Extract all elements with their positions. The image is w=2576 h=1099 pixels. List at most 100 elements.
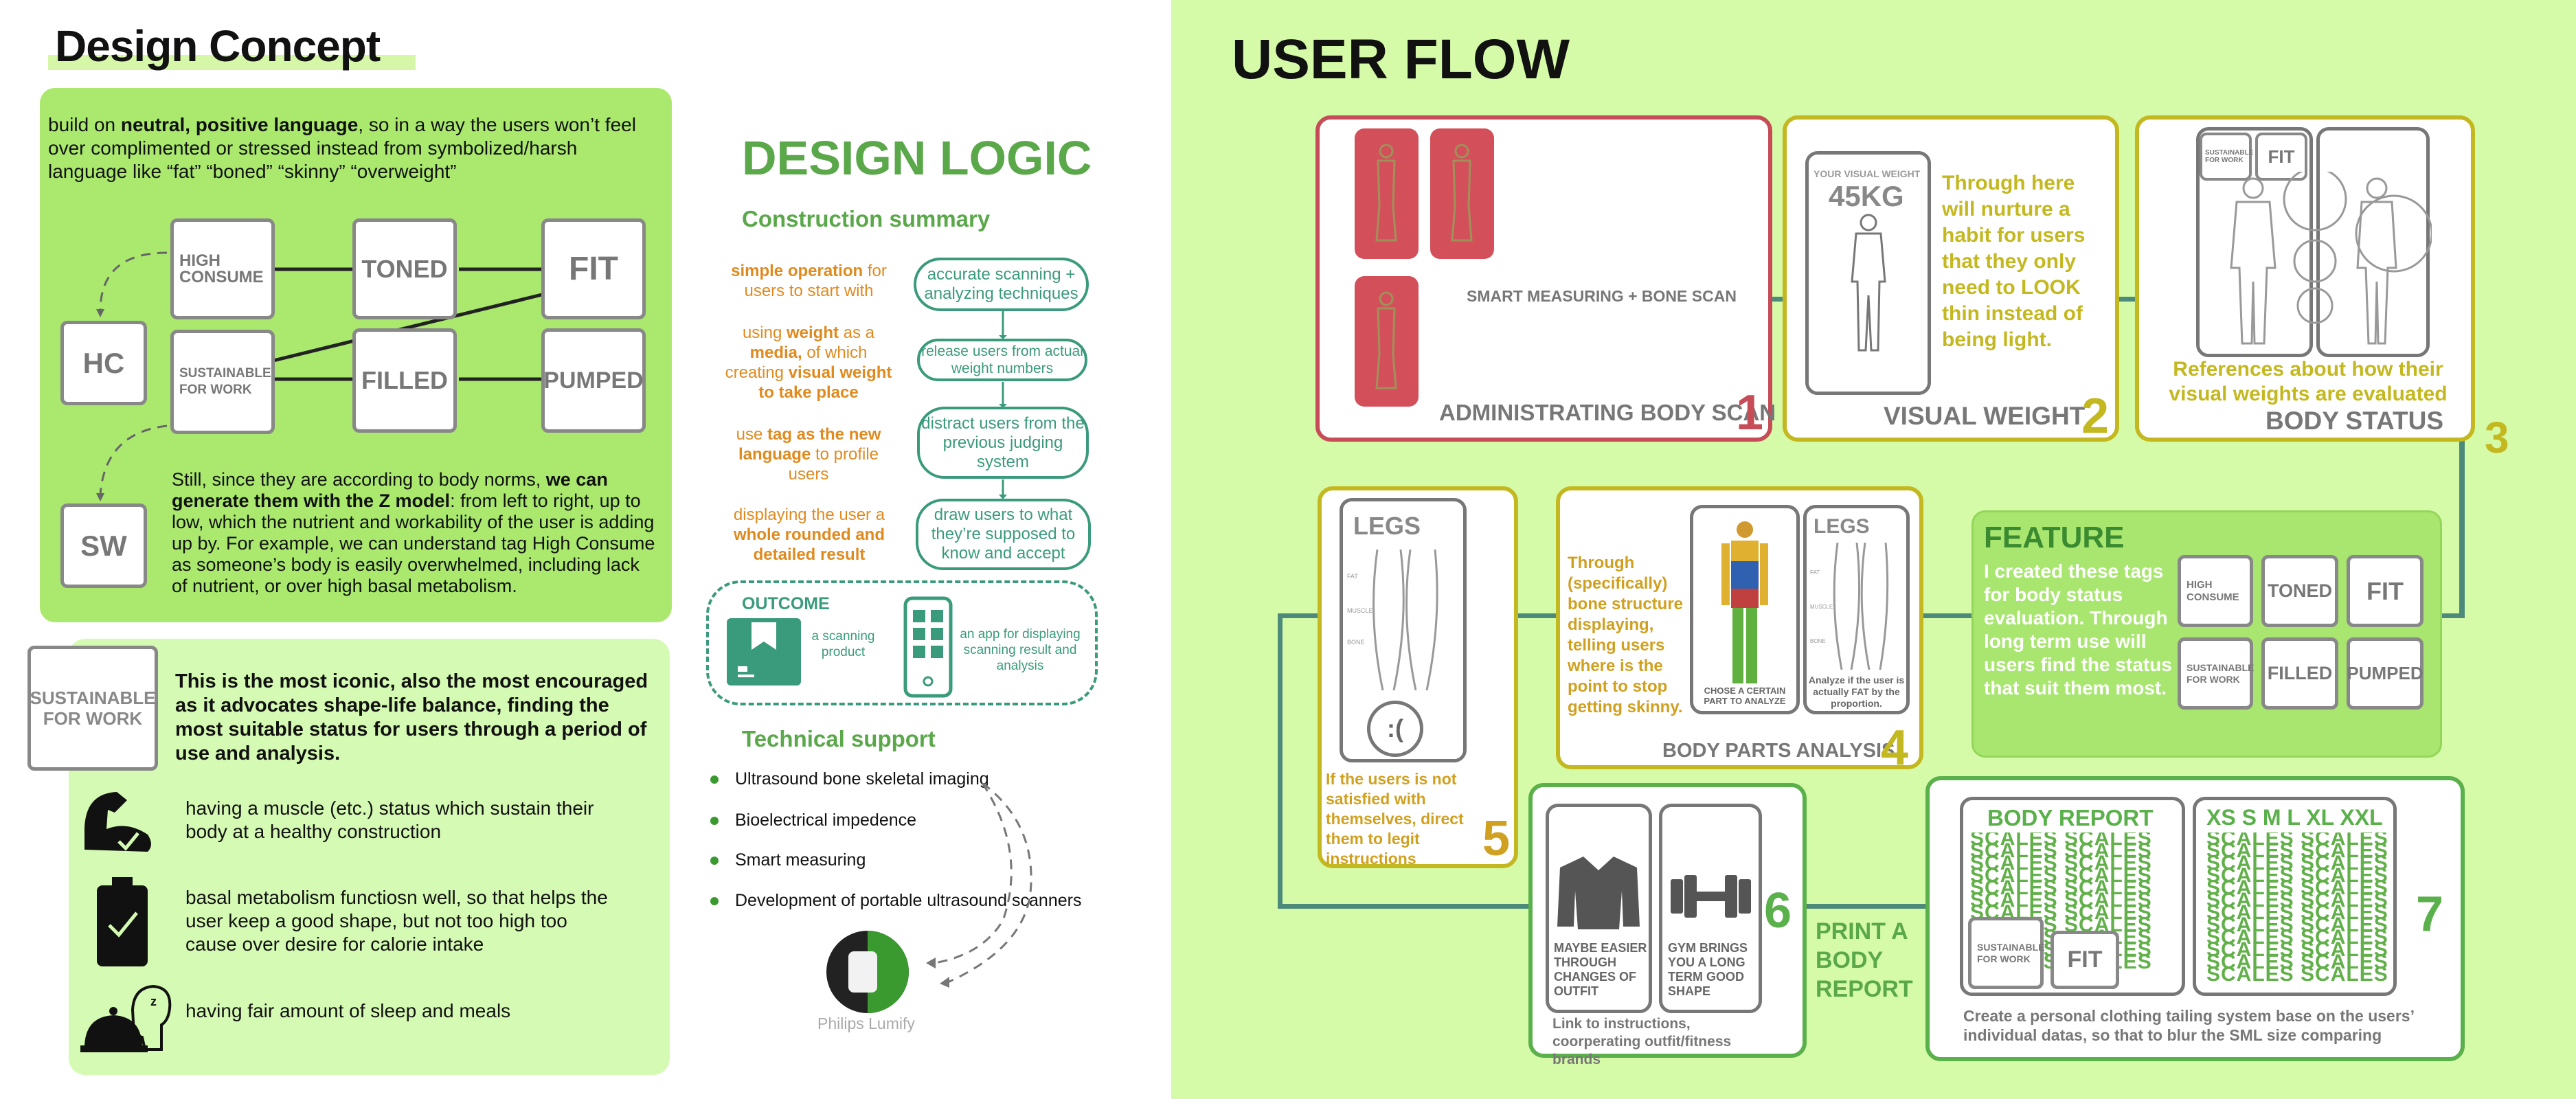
battery-icon xyxy=(97,877,148,966)
outfit-text: MAYBE EASIER THROUGH CHANGES OF OUTFIT xyxy=(1554,941,1647,998)
legs-diagram-5: FAT MUSCLE BONE xyxy=(1347,550,1438,691)
logic-pill-2: release users from actual weight numbers xyxy=(917,339,1087,381)
meal-sleep-icon: z xyxy=(80,984,172,1052)
body-status-text: References about how their visual weight… xyxy=(2169,358,2448,405)
gym-text: GYM BRINGS YOU A LONG TERM GOOD SHAPE xyxy=(1668,941,1748,998)
iconic-text: This is the most iconic, also the most e… xyxy=(175,670,648,764)
connector xyxy=(1769,297,1783,302)
logic-pill-3: distract users from the previous judging… xyxy=(917,407,1089,479)
tag-sustainable: SUSTAINABLE FOR WORK xyxy=(170,330,275,434)
visual-weight-body xyxy=(1851,214,1886,352)
step-number-6: 6 xyxy=(1764,883,1792,938)
visual-weight-screen xyxy=(1805,151,1931,395)
feature-tag-high-consume: HIGH CONSUME xyxy=(2178,555,2253,627)
svg-text:z: z xyxy=(150,995,157,1008)
tech-heading: Technical support xyxy=(742,726,936,751)
tech-dashed-arrows xyxy=(926,783,1032,988)
logic-left-1: simple operation for users to start with xyxy=(731,262,887,300)
z-model-text: Still, since they are according to body … xyxy=(172,469,655,596)
tag-fit: FIT xyxy=(541,218,646,319)
card-1-label: ADMINISTRATING BODY SCAN xyxy=(1439,400,1776,425)
feature-tag-pumped: PUMPED xyxy=(2347,637,2424,710)
step-number-5: 5 xyxy=(1482,811,1511,866)
logic-pill-4: draw users to what they’re supposed to k… xyxy=(916,499,1091,570)
scanner-product-icon xyxy=(727,618,801,686)
logic-pill-1: accurate scanning + analyzing techniques xyxy=(914,258,1089,311)
print-report-text: PRINT A BODY REPORT xyxy=(1816,918,1913,1002)
tech-item-2: Bioelectrical impedence xyxy=(710,811,917,830)
connector xyxy=(1278,904,1532,909)
visual-weight-text: Through here will nurture a habit for us… xyxy=(1942,172,2086,351)
card-4-label: BODY PARTS ANALYSIS xyxy=(1662,740,1895,762)
feature-title: FEATURE xyxy=(1984,521,2125,554)
colored-body-figure xyxy=(1721,521,1768,683)
visual-weight-caption: YOUR VISUAL WEIGHT xyxy=(1814,168,1921,179)
tech-item-3: Smart measuring xyxy=(710,850,866,870)
legs-diagram-4: FAT MUSCLE BONE xyxy=(1810,543,1889,670)
legs-label-4: LEGS xyxy=(1814,515,1870,538)
scan-figure-2 xyxy=(1430,128,1494,259)
legs-label-5: LEGS xyxy=(1353,512,1421,540)
construction-heading: Construction summary xyxy=(742,206,991,231)
feature-tag-fit: FIT xyxy=(2347,555,2424,627)
feature-panel xyxy=(1971,510,2442,758)
status-body-figures xyxy=(2230,172,2432,345)
feature-text: I created these tags for body status eva… xyxy=(1984,560,2172,699)
legit-instructions-text: If the users is not satisfied with thems… xyxy=(1326,770,1464,868)
step-number-2: 2 xyxy=(2081,389,2110,444)
item-metabolism: basal metabolism functiosn well, so that… xyxy=(185,887,608,955)
body-parts-caption-1: CHOSE A CERTAIN PART TO ANALYZE xyxy=(1704,686,1786,706)
title-highlight xyxy=(48,55,416,70)
connector xyxy=(1923,613,1971,618)
page-title: Design Concept xyxy=(55,21,381,71)
scan-body-silhouettes xyxy=(1375,144,1473,389)
step-number-7: 7 xyxy=(2416,887,2444,942)
tech-item-4: Development of portable ultrasound scann… xyxy=(710,891,1082,910)
outcome-heading: OUTCOME xyxy=(742,594,830,613)
outcome-a-text: a scanning product xyxy=(811,629,875,659)
sizes-screen xyxy=(2193,797,2397,996)
leg-label-bone: BONE xyxy=(1810,638,1826,644)
item-sleep: having fair amount of sleep and meals xyxy=(185,1000,511,1021)
visual-weight-value: 45KG xyxy=(1829,180,1904,212)
sad-face-icon: :( xyxy=(1367,701,1423,757)
item-muscle: having a muscle (etc.) status which sust… xyxy=(185,797,594,842)
muscle-arm-icon xyxy=(84,792,151,852)
feature-tag-sustainable: SUSTAINABLE FOR WORK xyxy=(2178,637,2255,710)
phone-app-icon xyxy=(903,596,953,698)
tag-sustainable-large: SUSTAINABLE FOR WORK xyxy=(27,646,158,771)
report-tag-sustainable: SUSTAINABLE FOR WORK xyxy=(1968,917,2045,989)
logic-left-4: displaying the user a whole rounded and … xyxy=(733,506,885,564)
logic-left-2: using weight as a media, of which creati… xyxy=(725,324,892,402)
intro-text: build on neutral, positive language, so … xyxy=(48,114,636,182)
connector xyxy=(2442,613,2465,618)
tag-sw: SW xyxy=(60,503,147,588)
body-parts-screen-1 xyxy=(1690,505,1800,714)
jacket-icon xyxy=(1557,857,1640,929)
design-logic-title: DESIGN LOGIC xyxy=(742,131,1092,185)
connector xyxy=(1515,613,1556,618)
scan-figure-3 xyxy=(1355,276,1419,407)
status-screen-2 xyxy=(2316,127,2430,357)
body-report-title: BODY REPORT xyxy=(1987,805,2154,830)
card-3-label: BODY STATUS xyxy=(2266,407,2444,435)
z-model-diagram xyxy=(96,251,545,501)
device-caption: Philips Lumify xyxy=(817,1015,915,1032)
tag-toned: TONED xyxy=(352,218,457,319)
report-tag-fit: FIT xyxy=(2050,931,2119,989)
logic-left-3: use tag as the new language to profile u… xyxy=(736,425,881,484)
scan-caption: SMART MEASURING + BONE SCAN xyxy=(1467,287,1737,305)
svg-text:MUSCLE: MUSCLE xyxy=(1347,607,1373,614)
dumbbell-icon xyxy=(1671,875,1751,918)
tech-item-1: Ultrasound bone skeletal imaging xyxy=(710,769,989,789)
step-number-4: 4 xyxy=(1881,721,1909,775)
tag-hc: HC xyxy=(60,321,147,405)
feature-tag-filled: FILLED xyxy=(2261,637,2338,710)
body-parts-caption-2: Analyze if the user is actually FAT by t… xyxy=(1808,675,1905,709)
leg-label-muscle: MUSCLE xyxy=(1810,604,1833,610)
body-parts-text: Through (specifically) bone structure di… xyxy=(1568,554,1684,716)
connector xyxy=(2116,297,2135,302)
body-parts-screen-2 xyxy=(1803,505,1910,714)
outcome-b-text: an app for displaying scanning result an… xyxy=(960,627,1081,673)
